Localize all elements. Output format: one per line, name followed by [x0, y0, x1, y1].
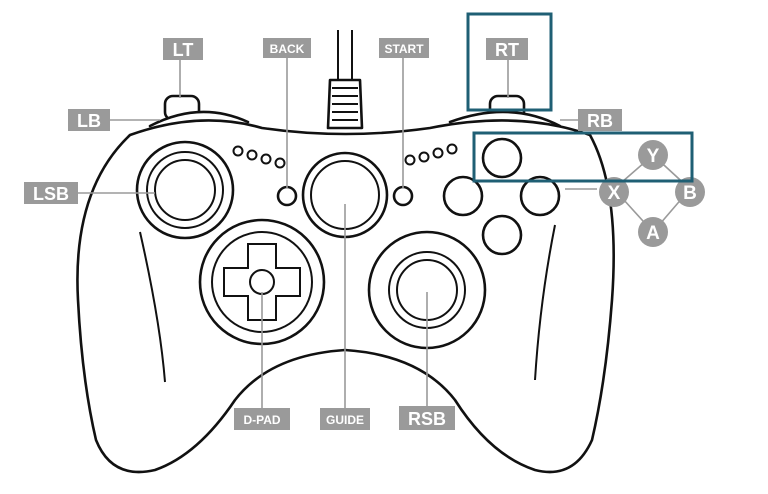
leader-lines [78, 58, 600, 408]
label-lt-text: LT [173, 40, 194, 60]
dpad[interactable] [198, 218, 326, 346]
highlight-box-rt [466, 12, 553, 112]
left-stick[interactable] [135, 140, 235, 240]
triggers [148, 94, 562, 128]
label-lb: LB [68, 109, 110, 131]
face-label-y: Y [647, 146, 660, 167]
face-label-a: A [646, 223, 660, 244]
label-back: BACK [263, 38, 311, 58]
face-button-a[interactable] [481, 214, 523, 256]
cable [326, 30, 364, 130]
label-guide-text: GUIDE [326, 413, 364, 427]
back-button[interactable] [276, 185, 298, 207]
label-lsb: LSB [24, 182, 78, 204]
label-rt-text: RT [495, 40, 519, 60]
label-start: START [379, 38, 429, 58]
label-lt: LT [163, 38, 203, 60]
face-button-legend: Y X B A [565, 140, 705, 247]
label-rsb-text: RSB [408, 409, 446, 429]
label-dpad-text: D-PAD [243, 413, 280, 427]
player-leds-left [232, 145, 286, 169]
label-back-text: BACK [270, 42, 305, 56]
player-leds-right [404, 143, 458, 166]
face-button-b[interactable] [519, 175, 561, 217]
label-rt: RT [486, 38, 528, 60]
face-button-x[interactable] [442, 175, 484, 217]
right-stick[interactable] [367, 230, 487, 350]
label-rsb: RSB [399, 406, 455, 430]
label-lb-text: LB [77, 111, 101, 131]
label-start-text: START [384, 42, 424, 56]
label-guide: GUIDE [320, 408, 370, 430]
face-label-b: B [683, 183, 697, 204]
face-label-x: X [608, 183, 621, 204]
label-dpad: D-PAD [234, 408, 290, 430]
label-rb-text: RB [587, 111, 613, 131]
label-lsb-text: LSB [33, 184, 69, 204]
start-button[interactable] [392, 185, 414, 207]
label-rb: RB [578, 109, 622, 131]
highlight-box-face [472, 131, 694, 183]
face-button-y[interactable] [481, 137, 523, 179]
